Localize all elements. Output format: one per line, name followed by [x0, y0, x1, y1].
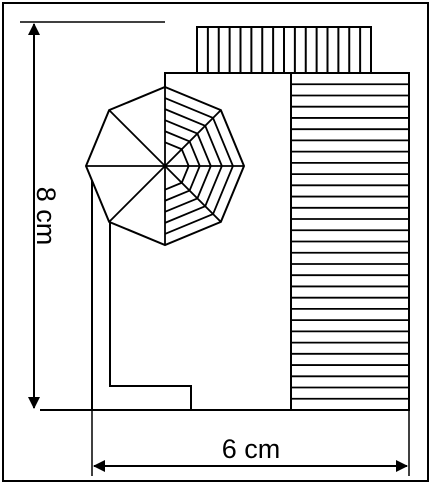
dimension-vertical: 8 cm — [20, 21, 165, 409]
top-grille — [196, 26, 372, 74]
dimension-label-horizontal: 6 cm — [222, 434, 281, 464]
inner-wall — [109, 172, 192, 410]
octagon-spoke — [164, 165, 222, 223]
dimension-label-vertical: 8 cm — [31, 187, 61, 246]
octagon-spoke — [108, 109, 166, 167]
octagon-nested-ring — [164, 97, 234, 235]
octagon-nested-ring — [164, 141, 190, 191]
octagon-nested-ring — [164, 108, 223, 224]
octagon-feature — [84, 85, 246, 247]
octagon-nested-ring — [164, 119, 212, 213]
octagon-spoke — [108, 165, 166, 223]
octagon-spoke — [164, 109, 222, 167]
octagon-nested-ring — [164, 130, 201, 202]
striped-block — [291, 83, 409, 400]
outer-frame — [2, 2, 429, 482]
dimension-horizontal: 6 cm — [91, 410, 410, 476]
